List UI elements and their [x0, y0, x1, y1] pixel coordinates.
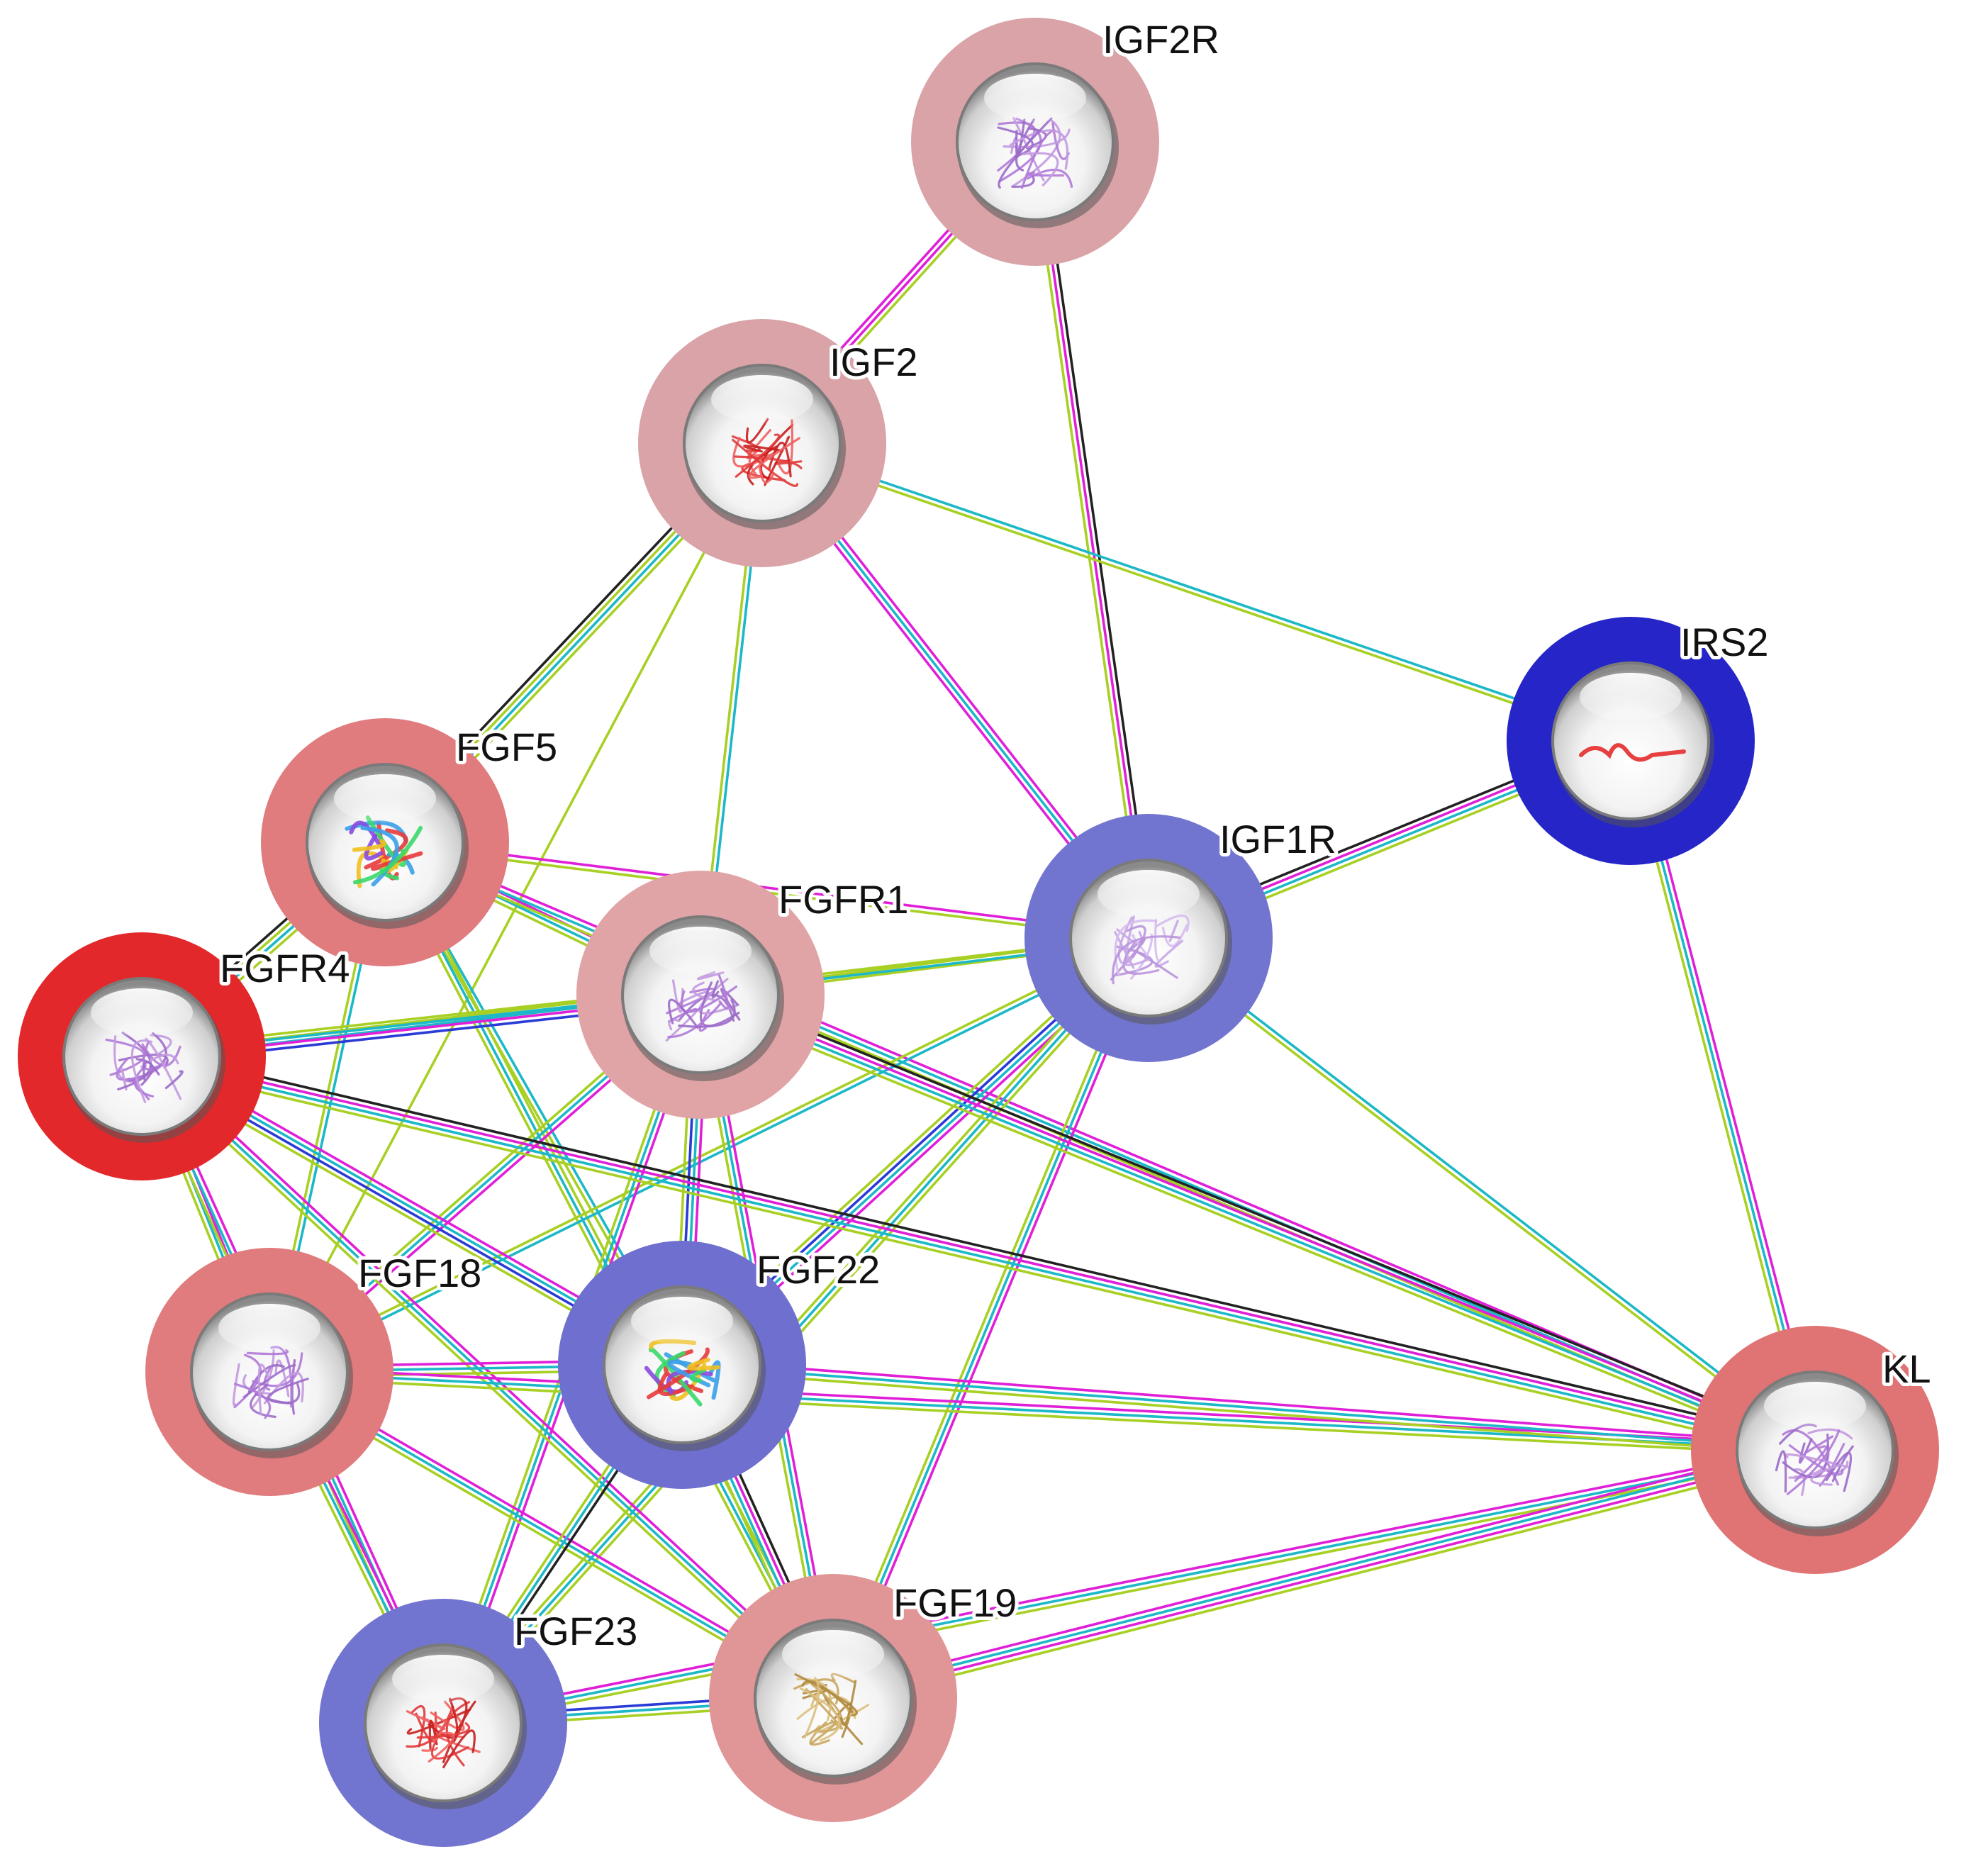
edge-stripe: [681, 1363, 1816, 1451]
edge-stripe: [700, 990, 1818, 1449]
edge-stripe: [442, 1448, 1816, 1724]
halos-layer: [18, 18, 1939, 1847]
node-fgfr1[interactable]: [621, 915, 784, 1081]
sphere-highlight: [91, 988, 193, 1037]
edge-stripe: [1034, 140, 1150, 939]
edge-stripe: [384, 838, 1151, 937]
edge-stripe: [827, 934, 1146, 1698]
edge-FGFR4-KL: [138, 1047, 1819, 1459]
edge-stripe: [440, 1444, 1816, 1719]
protein-structure-icon: [105, 1032, 184, 1104]
edge-FGF19-KL: [830, 1441, 1819, 1707]
node-igf2[interactable]: [683, 364, 846, 530]
edge-stripe: [698, 995, 1816, 1454]
node-label-igf2: IGF2: [830, 340, 917, 384]
protein-structure-icon: [1579, 743, 1686, 762]
sphere-highlight: [1098, 870, 1200, 918]
edge-stripe: [269, 939, 1151, 1375]
edge-stripe: [268, 1370, 1816, 1451]
node-kl[interactable]: [1736, 1370, 1899, 1536]
sphere-highlight: [782, 1630, 884, 1678]
edge-stripe: [830, 1441, 1815, 1692]
sphere-highlight: [1764, 1382, 1866, 1430]
protein-structure-icon: [665, 971, 741, 1042]
sphere-highlight: [649, 927, 752, 975]
edge-stripe: [832, 1451, 1817, 1702]
sphere-highlight: [1580, 673, 1682, 721]
edge-FGF18-KL: [267, 1366, 1817, 1456]
sphere-highlight: [711, 375, 813, 423]
node-fgf5[interactable]: [306, 763, 469, 929]
node-label-fgf19: FGF19: [893, 1580, 1017, 1625]
edge-IGF1R-KL: [1146, 934, 1818, 1453]
sphere-highlight: [631, 1297, 733, 1345]
edge-stripe: [836, 938, 1155, 1702]
node-label-fgf23: FGF23: [514, 1609, 637, 1653]
node-label-irs2: IRS2: [1680, 620, 1769, 664]
node-igf2r[interactable]: [956, 62, 1119, 228]
protein-structure-icon: [1110, 915, 1190, 985]
edge-stripe: [1029, 141, 1145, 940]
edge-stripe: [1149, 934, 1818, 1450]
protein-structure-icon: [1775, 1423, 1854, 1496]
edge-stripe: [268, 1366, 1817, 1446]
edge-stripe: [760, 444, 1631, 745]
node-fgfr4[interactable]: [62, 977, 225, 1143]
sphere-highlight: [334, 774, 436, 822]
sphere-highlight: [392, 1655, 494, 1703]
edge-stripe: [267, 1375, 1816, 1456]
edge-FGF22-KL: [680, 1358, 1817, 1456]
edge-IGF2-IRS2: [760, 439, 1633, 745]
protein-structure-icon: [997, 117, 1073, 189]
edge-stripe: [137, 1059, 832, 1703]
protein-structure-icon: [345, 815, 423, 888]
edge-stripe: [1039, 140, 1155, 939]
spheres-layer: [62, 62, 1899, 1809]
edge-stripe: [1146, 938, 1815, 1453]
node-label-igf1r: IGF1R: [1219, 817, 1336, 861]
edge-stripe: [140, 1057, 1816, 1454]
edge-stripe: [268, 442, 764, 1373]
node-fgf22[interactable]: [603, 1285, 766, 1451]
node-irs2[interactable]: [1551, 661, 1714, 827]
node-igf1r[interactable]: [1069, 859, 1232, 1024]
node-fgf19[interactable]: [754, 1619, 917, 1785]
edge-stripe: [833, 1456, 1819, 1707]
edge-stripe: [761, 439, 1633, 740]
sphere-highlight: [984, 74, 1086, 122]
node-label-fgfr4: FGFR4: [220, 946, 350, 990]
edge-stripe: [142, 1047, 1819, 1444]
node-fgf18[interactable]: [190, 1292, 353, 1458]
node-label-fgf18: FGF18: [358, 1251, 481, 1295]
edge-IGF1R-FGF19: [827, 934, 1155, 1702]
node-label-igf2r: IGF2R: [1102, 17, 1219, 62]
edge-IGF2-FGF18: [268, 442, 764, 1373]
edge-stripe: [702, 986, 1819, 1445]
node-fgf23[interactable]: [364, 1643, 527, 1809]
node-label-fgf5: FGF5: [456, 725, 557, 769]
edge-stripe: [267, 934, 1149, 1371]
edge-stripe: [832, 937, 1150, 1699]
node-label-fgfr1: FGFR1: [778, 877, 909, 922]
edge-stripe: [141, 1052, 1817, 1449]
edge-IGF1R-FGF18: [267, 934, 1151, 1375]
edge-stripe: [680, 1368, 1816, 1456]
edge-stripe: [696, 1000, 1814, 1458]
edge-FGFR1-KL: [696, 986, 1819, 1458]
sphere-highlight: [218, 1304, 320, 1352]
node-label-fgf22: FGF22: [756, 1247, 880, 1292]
protein-structure-icon: [731, 418, 803, 487]
edge-stripe: [681, 1358, 1817, 1446]
edge-stripe: [138, 1062, 1815, 1459]
node-label-kl: KL: [1882, 1346, 1931, 1391]
edge-IGF2R-IGF1R: [1029, 140, 1155, 940]
edge-stripe: [831, 1446, 1816, 1697]
